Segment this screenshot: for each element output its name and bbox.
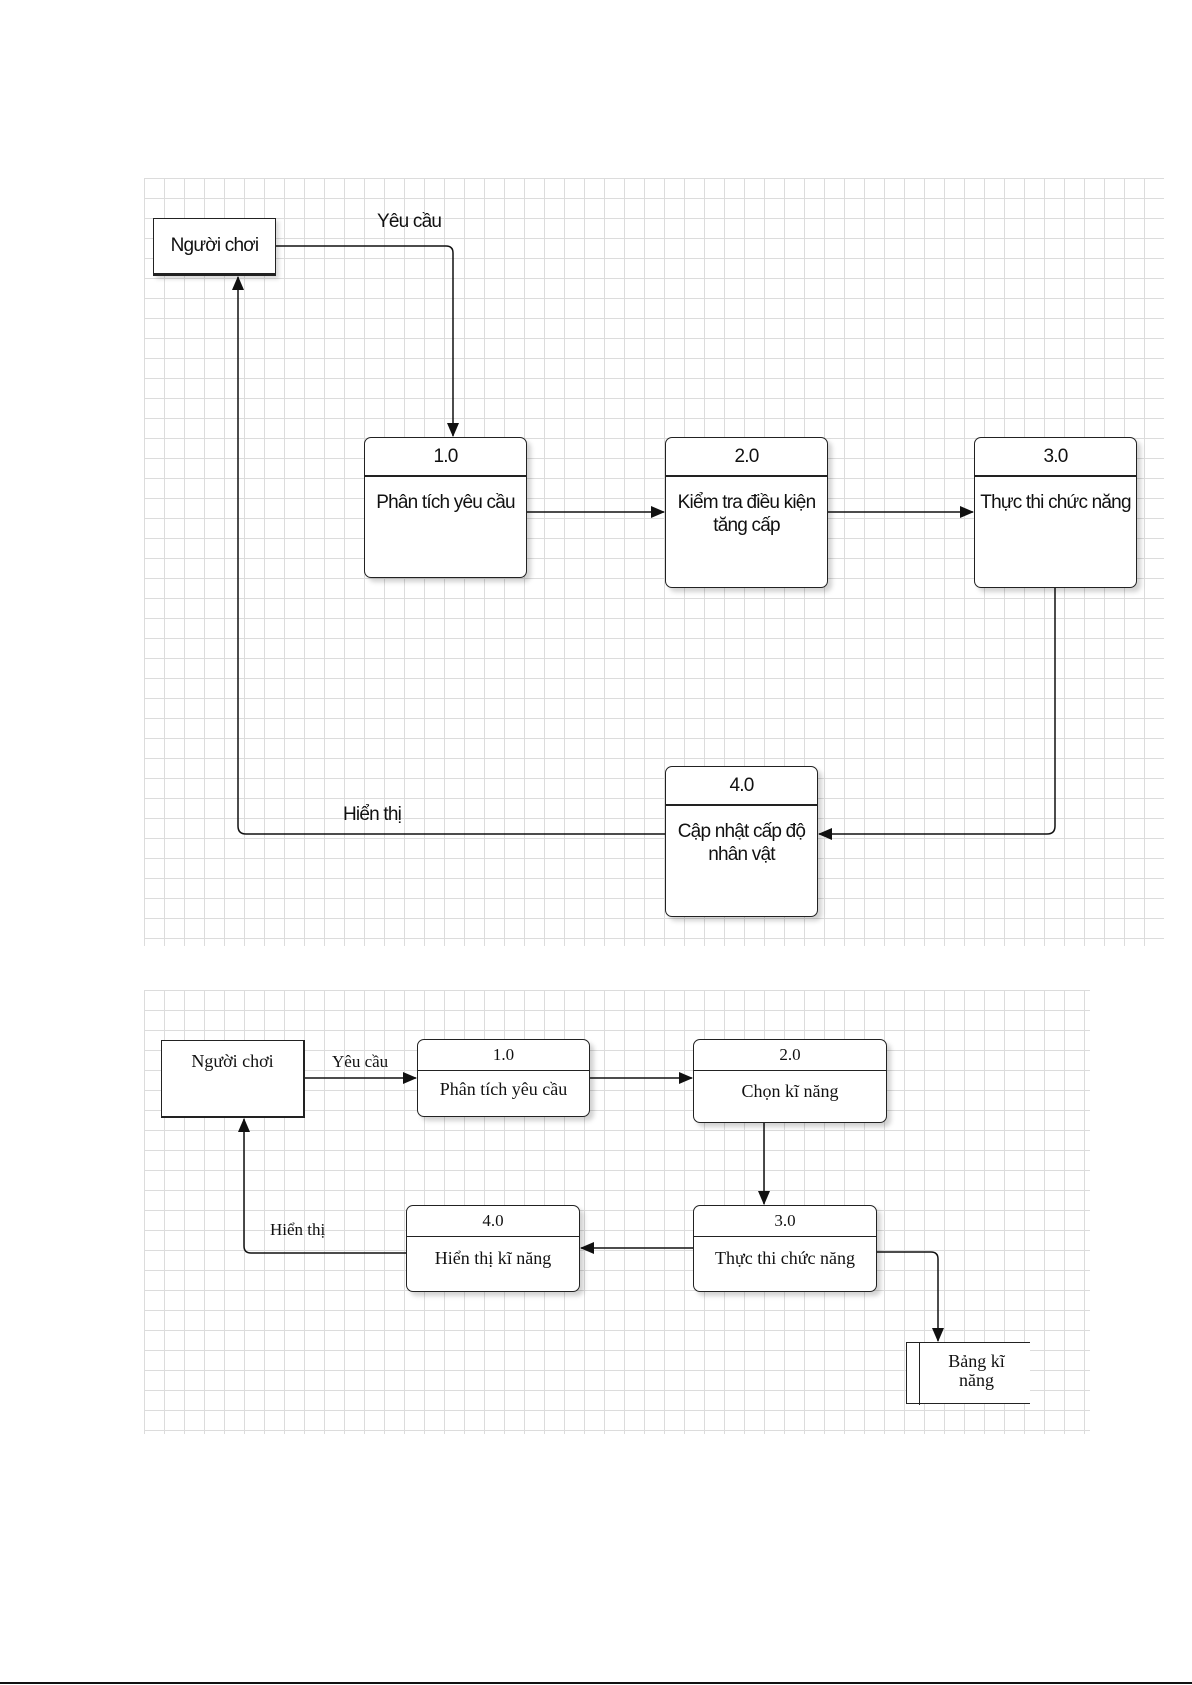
process-label: Chọn kĩ năng — [698, 1081, 882, 1102]
process-label: Thực thi chức năng — [698, 1248, 872, 1269]
process-label: Cập nhật cấp độ nhân vật — [670, 820, 813, 866]
external-entity-label: Người chơi — [171, 235, 259, 257]
process-id: 3.0 — [975, 438, 1136, 477]
process-label: Kiểm tra điều kiện tăng cấp — [670, 491, 823, 537]
d2-flow-3-to-store — [877, 1252, 938, 1341]
process-label: Phân tích yêu cầu — [422, 1079, 585, 1100]
process-display-skill: 4.0 Hiển thị kĩ năng — [406, 1205, 580, 1292]
data-store-label: Bảng kĩ năng — [923, 1352, 1030, 1390]
process-id: 4.0 — [407, 1206, 579, 1237]
process-analyze-request: 1.0 Phân tích yêu cầu — [364, 437, 527, 578]
process-update-character-level: 4.0 Cập nhật cấp độ nhân vật — [665, 766, 818, 917]
data-store-divider — [919, 1342, 920, 1405]
process-id: 2.0 — [666, 438, 827, 477]
flow-label-display: Hiển thị — [270, 1220, 325, 1240]
page-bottom-rule — [0, 1682, 1192, 1684]
d1-flow-3-to-4 — [819, 588, 1055, 834]
process-id: 1.0 — [365, 438, 526, 477]
d1-flow-request — [276, 246, 453, 436]
process-id: 2.0 — [694, 1040, 886, 1071]
process-choose-skill: 2.0 Chọn kĩ năng — [693, 1039, 887, 1123]
process-label: Thực thi chức năng — [979, 491, 1132, 514]
data-store-skill-table: Bảng kĩ năng — [906, 1342, 1030, 1404]
external-entity-player: Người chơi — [161, 1040, 305, 1118]
process-label: Phân tích yêu cầu — [369, 491, 522, 514]
process-id: 4.0 — [666, 767, 817, 806]
process-analyze-request: 1.0 Phân tích yêu cầu — [417, 1039, 590, 1117]
flow-label-request: Yêu cầu — [377, 211, 441, 233]
flow-label-display: Hiển thị — [343, 804, 401, 826]
flow-label-request: Yêu cầu — [332, 1052, 388, 1072]
process-check-levelup-condition: 2.0 Kiểm tra điều kiện tăng cấp — [665, 437, 828, 588]
process-execute-function: 3.0 Thực thi chức năng — [693, 1205, 877, 1292]
process-label: Hiển thị kĩ năng — [411, 1248, 575, 1269]
process-execute-function: 3.0 Thực thi chức năng — [974, 437, 1137, 588]
process-id: 3.0 — [694, 1206, 876, 1237]
external-entity-label: Người chơi — [191, 1051, 273, 1072]
process-id: 1.0 — [418, 1040, 589, 1071]
external-entity-player: Người chơi — [153, 218, 276, 276]
